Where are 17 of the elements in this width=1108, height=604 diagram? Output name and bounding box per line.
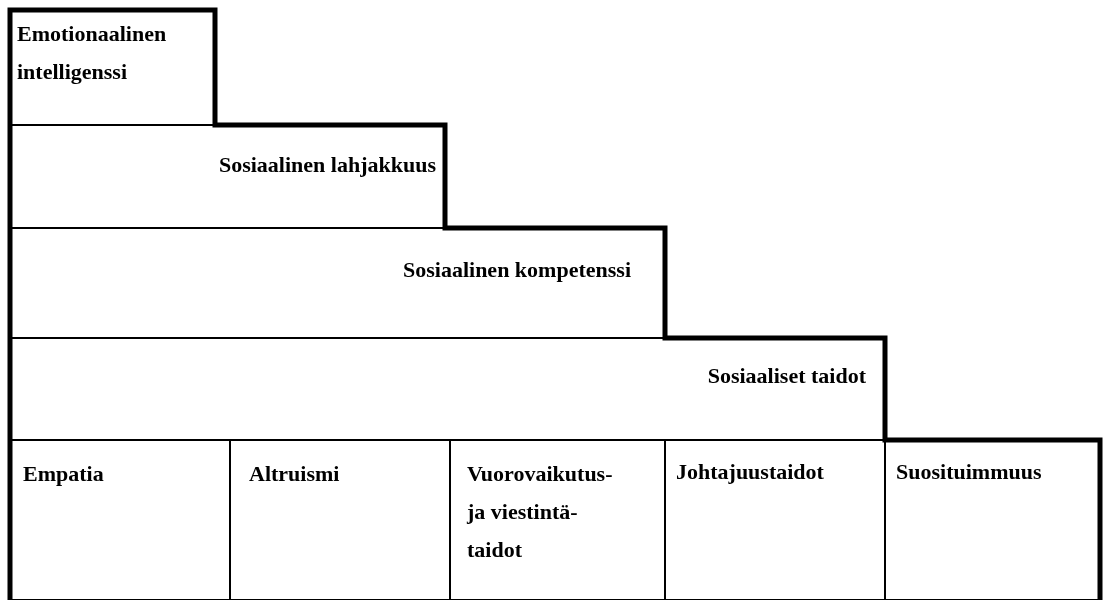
level-label: Suosituimmuus [896, 458, 1043, 486]
level-label: Sosiaaliset taidot [706, 362, 866, 390]
level-band [10, 338, 885, 440]
level-band [10, 125, 445, 228]
level-label: Emotionaalinen intelligenssi [17, 20, 168, 86]
skill-cell [665, 440, 885, 600]
skill-cell [450, 440, 665, 600]
skill-cell [230, 440, 450, 600]
skill-cell [885, 440, 1100, 600]
level-band [10, 228, 665, 338]
level-label: Vuorovaikutus- ja viestintä- taidot [467, 460, 614, 564]
skill-cell [10, 440, 230, 600]
level-label: Altruismi [249, 460, 341, 488]
level-label: Sosiaalinen lahjakkuus [217, 151, 436, 179]
level-label: Sosiaalinen kompetenssi [402, 256, 631, 284]
level-label: Johtajuustaidot [676, 458, 825, 486]
level-label: Empatia [23, 460, 105, 488]
